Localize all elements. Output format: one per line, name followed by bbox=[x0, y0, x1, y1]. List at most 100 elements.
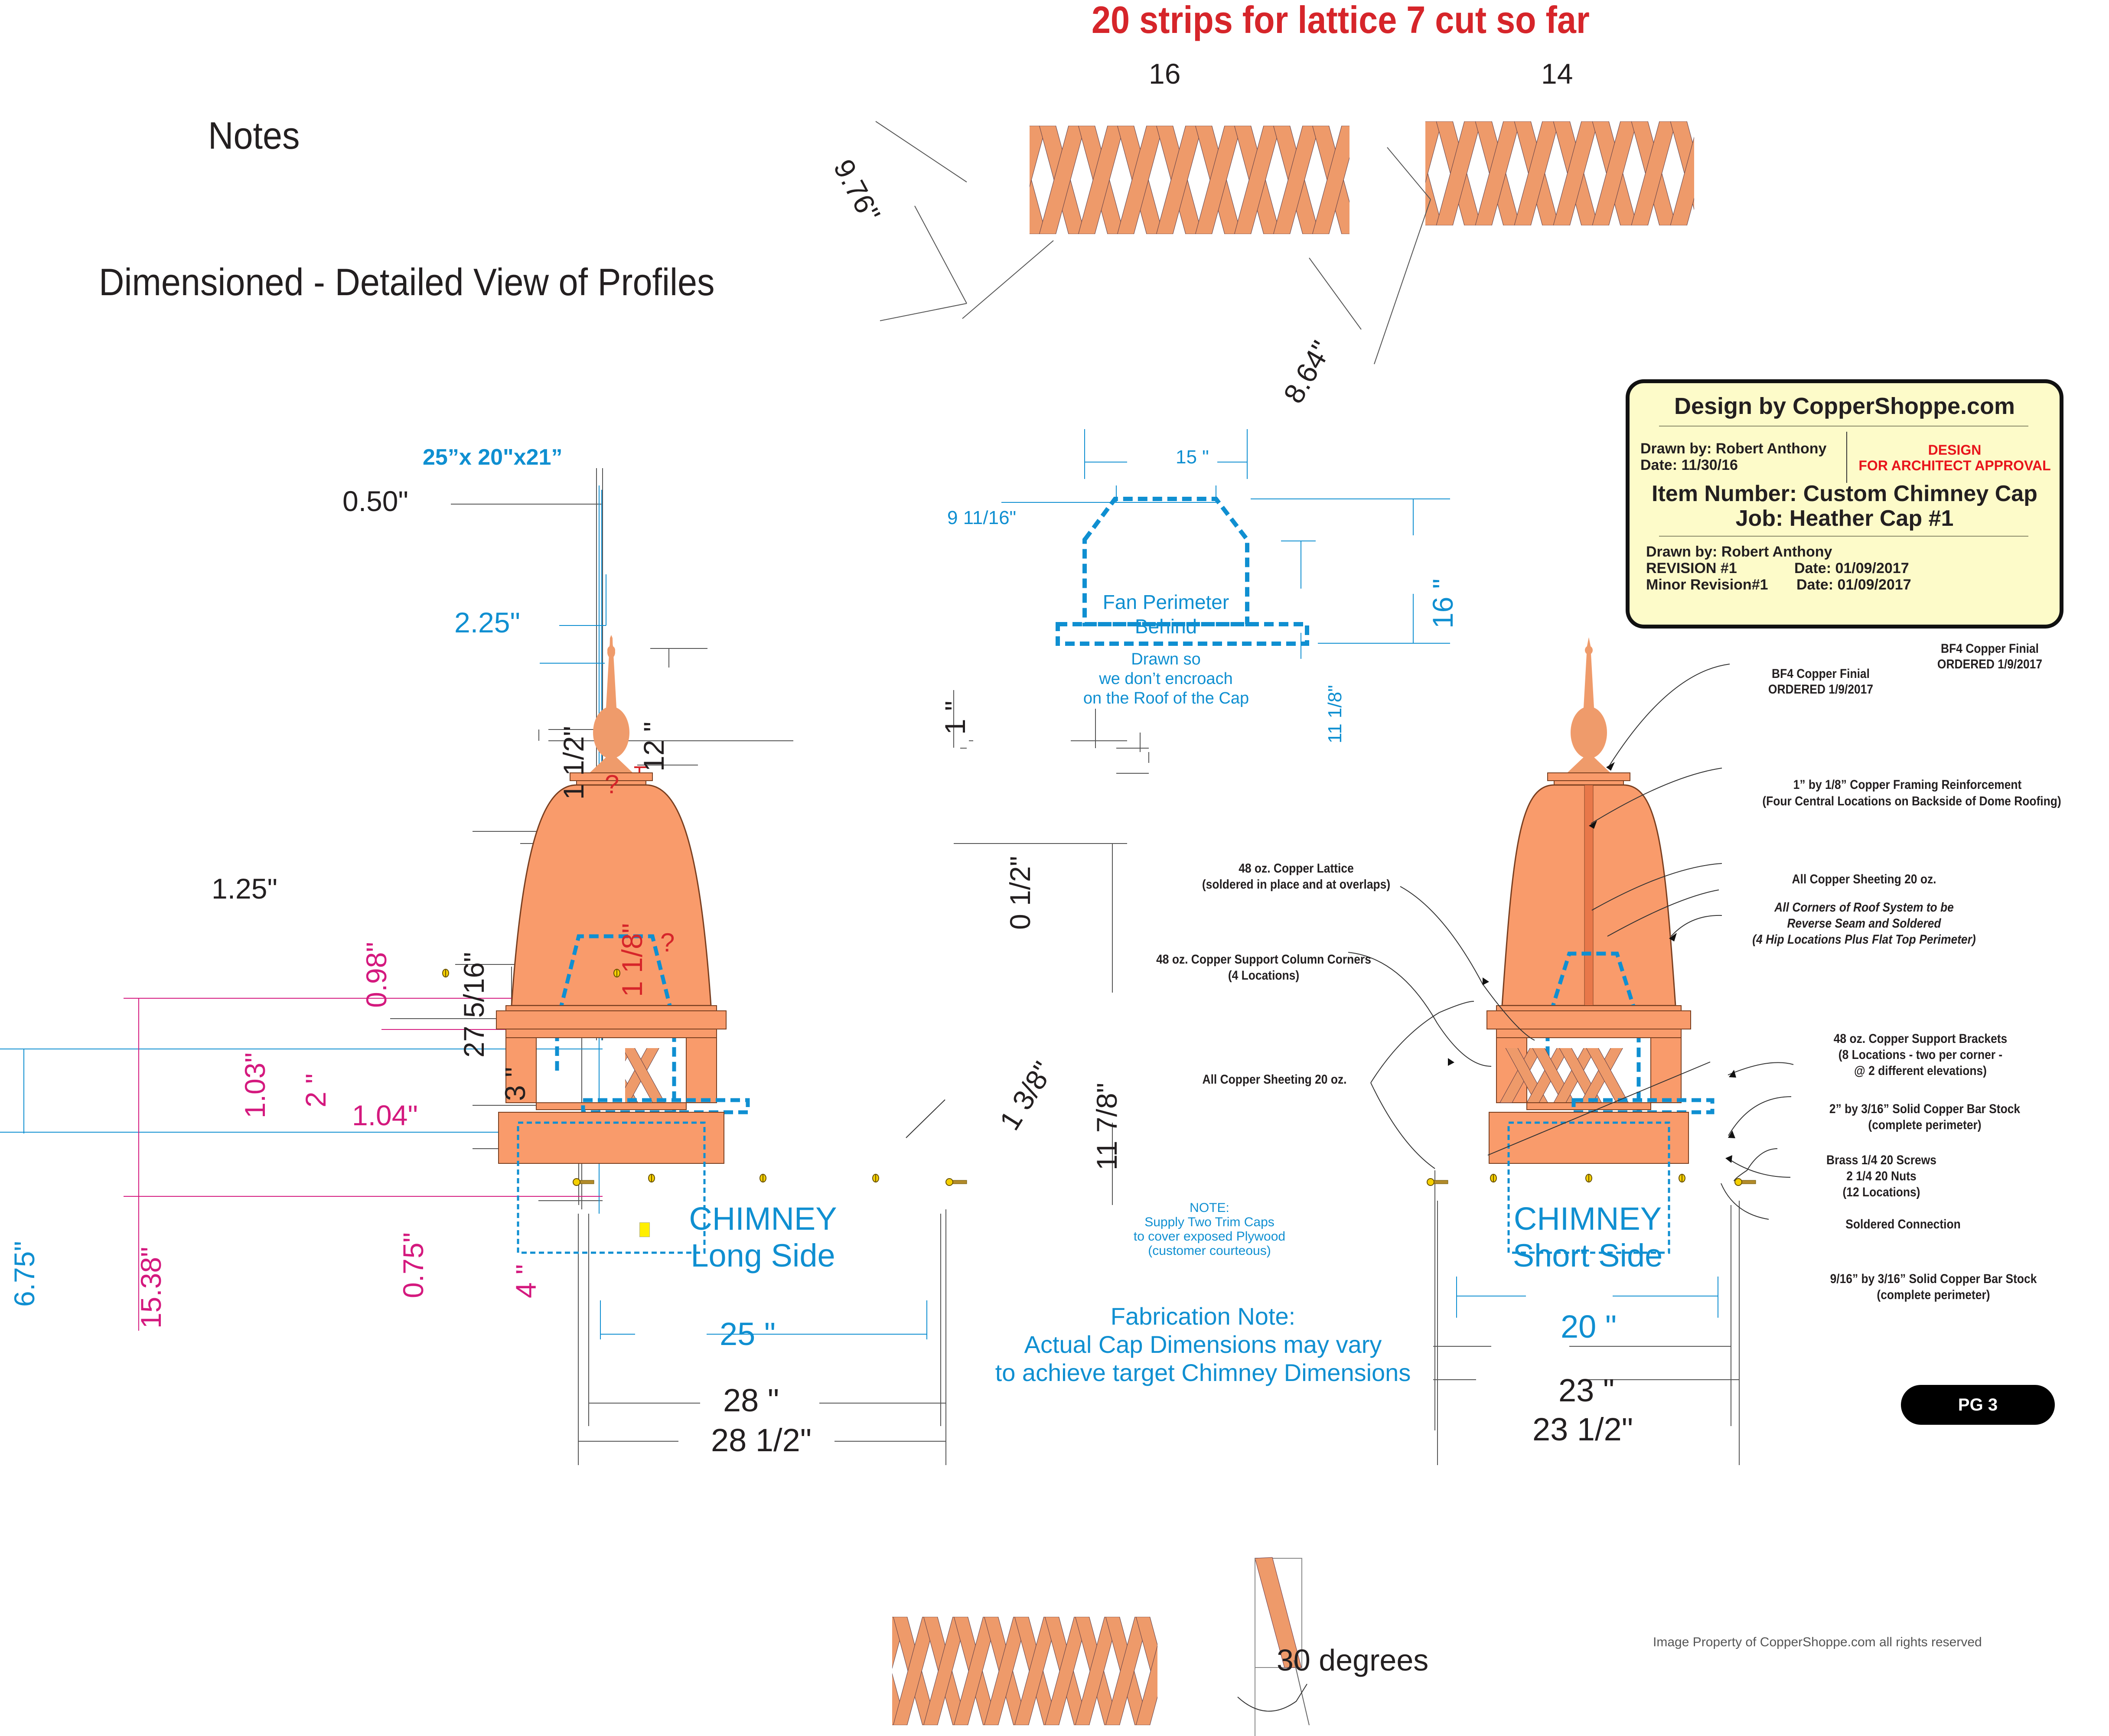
lattice-strip bbox=[1117, 126, 1164, 234]
bolt-head-icon bbox=[573, 1178, 580, 1186]
title-company: Design by CopperShoppe.com bbox=[1674, 393, 2015, 419]
lattice-strip bbox=[1105, 1617, 1149, 1725]
finial-spire bbox=[606, 637, 617, 715]
callout-soldered: Soldered Connection bbox=[1845, 1217, 1961, 1231]
lattice-strip bbox=[893, 1617, 937, 1725]
long-chimney-width: 25 " bbox=[720, 1316, 776, 1352]
finial-spire bbox=[1583, 637, 1594, 715]
dim-12: 12 " bbox=[638, 721, 670, 772]
lattice-dimension-lines bbox=[875, 121, 1431, 365]
dim-1-25: 1.25" bbox=[212, 873, 277, 905]
dim-6-75: 6.75" bbox=[8, 1241, 40, 1307]
lattice-strip bbox=[1670, 137, 1694, 225]
fan-label-3: Drawn so bbox=[1131, 650, 1201, 668]
dome-roof bbox=[511, 784, 712, 1006]
fab-note-2: Actual Cap Dimensions may vary bbox=[1024, 1331, 1382, 1358]
title-divider-2 bbox=[1659, 536, 2028, 537]
lattice-sill bbox=[536, 1102, 687, 1110]
angle-strip bbox=[1237, 1557, 1310, 1736]
lattice-strip bbox=[625, 1048, 665, 1103]
overall-dims: 25”x 20"x21” bbox=[423, 445, 563, 470]
title-block: Design by CopperShoppe.com Drawn by: Rob… bbox=[1626, 379, 2063, 629]
screw-heads bbox=[442, 969, 1756, 1186]
chimney-short-label-2: Short Side bbox=[1512, 1238, 1663, 1274]
dim-4: 4 " bbox=[510, 1264, 542, 1298]
lattice-strip bbox=[892, 1673, 906, 1725]
chimney-short-label-1: CHIMNEY bbox=[1513, 1201, 1662, 1237]
finial-knob bbox=[1585, 646, 1593, 655]
lattice-strip bbox=[1078, 126, 1125, 234]
lattice-strip bbox=[1135, 1645, 1157, 1725]
callout-arrowheads bbox=[1448, 762, 1736, 1163]
lattice-strip bbox=[1553, 121, 1598, 225]
chimney-long-label-2: Long Side bbox=[691, 1238, 835, 1274]
callout-screws-1: Brass 1/4 20 Screws bbox=[1826, 1153, 1936, 1167]
lattice-strip bbox=[1709, 121, 1754, 225]
lattice-count-16: 16 bbox=[1149, 58, 1181, 90]
lattice-strip bbox=[1044, 1617, 1089, 1725]
title-item-number: Item Number: Custom Chimney Cap bbox=[1652, 481, 2037, 506]
lattice-strip bbox=[1631, 121, 1676, 225]
callout-barstock2-1: 2” by 3/16” Solid Copper Bar Stock bbox=[1829, 1102, 2021, 1116]
dim-1: 1 " bbox=[939, 700, 971, 735]
callout-brackets-2: (8 Locations - two per corner - bbox=[1838, 1048, 2003, 1062]
title-minor-revision-date: Date: 01/09/2017 bbox=[1796, 576, 1911, 593]
short-chimney-width: 20 " bbox=[1561, 1309, 1617, 1345]
callout-finial-b-1: BF4 Copper Finial bbox=[1941, 642, 2039, 656]
title-rev-drawn-by: Drawn by: Robert Anthony bbox=[1646, 544, 1832, 560]
finial-ball bbox=[1571, 707, 1607, 759]
callout-leaders bbox=[906, 664, 1794, 1220]
cap-top-band bbox=[1496, 1005, 1682, 1011]
lattice-sample-14 bbox=[1358, 121, 1793, 225]
fan-label-1: Fan Perimeter bbox=[1102, 591, 1229, 613]
lattice-strip bbox=[1030, 126, 1046, 188]
cap-top-band bbox=[505, 1005, 717, 1011]
lattice-strip bbox=[536, 1038, 584, 1103]
cap-skirt bbox=[498, 1112, 724, 1164]
lattice-sample-bottom bbox=[833, 1617, 1157, 1725]
title-status-2: FOR ARCHITECT APPROVAL bbox=[1858, 458, 2051, 473]
dim-3: 3 " bbox=[499, 1067, 531, 1101]
callout-column-2: (4 Locations) bbox=[1228, 968, 1300, 983]
lattice-strip bbox=[833, 1617, 876, 1725]
title-minor-revision: Minor Revision#1 bbox=[1646, 576, 1768, 593]
callout-corners-3: (4 Hip Locations Plus Flat Top Perimeter… bbox=[1752, 932, 1976, 947]
dim-0-50: 0.50" bbox=[342, 485, 408, 517]
lattice-sill bbox=[1526, 1102, 1651, 1110]
long-cap-width: 28 " bbox=[723, 1382, 779, 1418]
question-mark-1: ? bbox=[605, 770, 619, 799]
support-column-left bbox=[505, 1037, 537, 1103]
fan-height-total: 16 " bbox=[1427, 578, 1459, 629]
lattice-strip bbox=[1014, 1617, 1058, 1725]
lattice-strip bbox=[1358, 121, 1403, 225]
cap-skirt bbox=[1489, 1112, 1689, 1164]
lattice-strip bbox=[1358, 121, 1403, 225]
lattice-strip bbox=[1592, 121, 1637, 225]
fan-width-inner: 9 11/16" bbox=[947, 507, 1017, 528]
bolt-head-icon bbox=[945, 1178, 953, 1186]
callout-barstock2-2: (complete perimeter) bbox=[1868, 1118, 1982, 1132]
lattice-strip bbox=[1425, 163, 1442, 225]
cap-frieze bbox=[505, 1029, 717, 1038]
lattice-strip bbox=[1436, 121, 1481, 225]
fan-label-4: we don’t encroach bbox=[1099, 670, 1233, 688]
title-divider bbox=[1659, 426, 2028, 427]
fab-note-1: Fabrication Note: bbox=[1110, 1303, 1296, 1330]
yellow-marker bbox=[639, 1222, 650, 1237]
callout-barstock916-1: 9/16” by 3/16” Solid Copper Bar Stock bbox=[1830, 1272, 2037, 1286]
lattice-strip bbox=[1312, 126, 1349, 234]
dim-27-5-16: 27 5/16" bbox=[458, 952, 490, 1058]
lattice-strip bbox=[1273, 126, 1320, 234]
page-subtitle: Dimensioned - Detailed View of Profiles bbox=[99, 261, 715, 303]
dim-0-1-2: 0 1/2" bbox=[1004, 856, 1036, 930]
lattice-strip bbox=[962, 126, 1007, 234]
lattice-strip bbox=[1352, 126, 1398, 234]
callout-lattice-2: (soldered in place and at overlaps) bbox=[1202, 877, 1391, 892]
finial-ball bbox=[593, 707, 629, 759]
lattice-strip bbox=[1039, 126, 1085, 234]
long-side-cap-body bbox=[496, 637, 750, 1254]
chimney-long-label-1: CHIMNEY bbox=[689, 1201, 837, 1237]
title-v-divider bbox=[1846, 432, 1847, 483]
lattice-strip bbox=[1748, 121, 1793, 225]
